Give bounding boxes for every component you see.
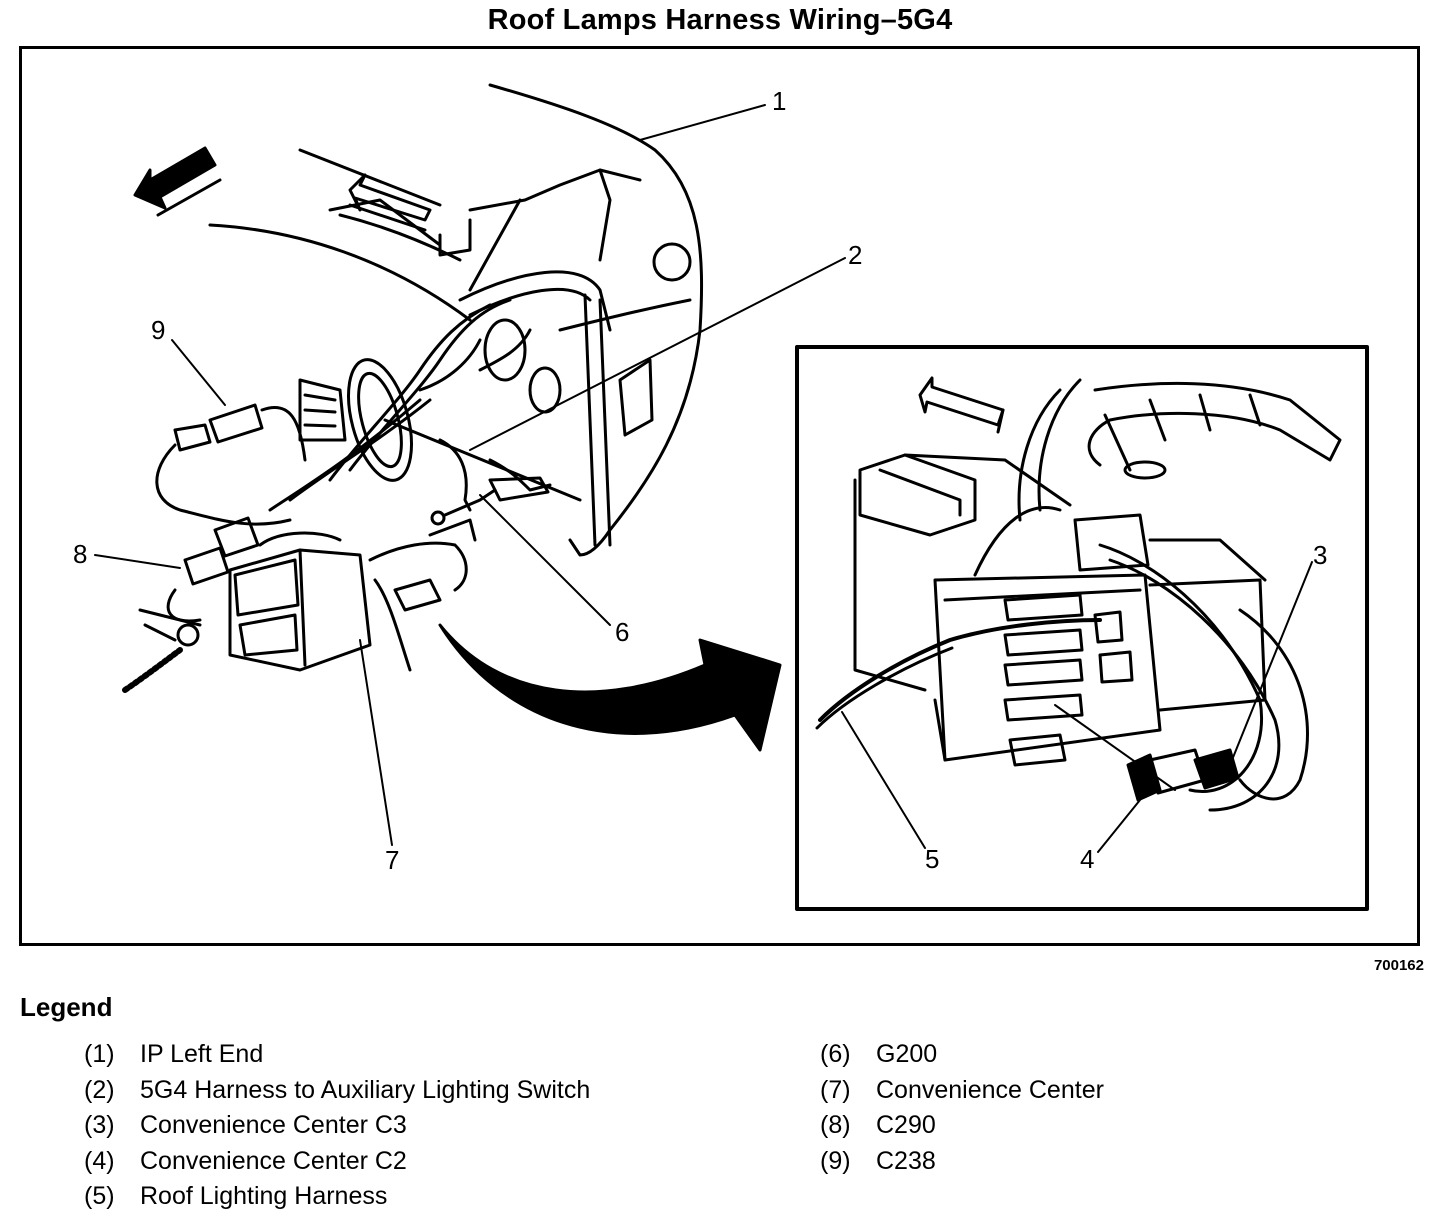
legend-text: 5G4 Harness to Auxiliary Lighting Switch — [140, 1075, 591, 1104]
legend-text: Roof Lighting Harness — [140, 1182, 388, 1210]
legend-item: (1) IP Left End — [84, 1040, 590, 1076]
legend-text: IP Left End — [140, 1040, 264, 1068]
c238-connector — [155, 403, 307, 526]
ip-left-end-panel — [208, 83, 704, 557]
outline-arrow-upper — [348, 173, 432, 222]
inset-convenience-center — [815, 376, 1342, 812]
legend-number: (6) — [820, 1040, 851, 1068]
diagram-frame — [19, 46, 1420, 946]
legend-column-right: (6) G200 (7) Convenience Center (8) C290 (9… — [820, 1040, 1104, 1182]
legend-text: C238 — [876, 1146, 936, 1175]
legend-text: G200 — [876, 1040, 938, 1068]
callout-8: 8 — [73, 539, 87, 569]
diagram-title: Roof Lamps Harness Wiring–5G4 — [487, 4, 953, 36]
legend-text: C290 — [876, 1111, 936, 1139]
convenience-center-body — [228, 518, 477, 672]
legend-item: (2) 5G4 Harness to Auxiliary Lighting Swi… — [84, 1076, 590, 1112]
callout-4: 4 — [1080, 844, 1094, 874]
legend-item: (4) Convenience Center C2 — [84, 1147, 590, 1183]
legend-item: (5) Roof Lighting Harness — [84, 1182, 590, 1218]
legend-item: (3) Convenience Center C3 — [84, 1111, 590, 1147]
forward-arrow-left — [133, 146, 222, 217]
main-harness-bundle — [268, 270, 612, 512]
callout-7: 7 — [385, 845, 399, 875]
legend-number: (1) — [84, 1040, 115, 1068]
callout-9: 9 — [151, 315, 165, 345]
callout-3: 3 — [1313, 540, 1327, 570]
transition-arrow — [438, 623, 782, 752]
legend-text: Convenience Center — [876, 1075, 1104, 1104]
legend-number: (3) — [84, 1111, 115, 1139]
legend-number: (4) — [84, 1146, 115, 1175]
legend-number: (5) — [84, 1182, 115, 1210]
legend-column-left: (1) IP Left End (2) 5G4 Harness to Auxilia… — [84, 1040, 590, 1218]
legend-number: (2) — [84, 1075, 115, 1104]
wiring-illustration: 1 2 3 4 5 6 7 8 9 — [73, 83, 1369, 911]
c290-connector — [122, 516, 260, 693]
legend-item: (9) C238 — [820, 1147, 1104, 1183]
figure-id: 700162 — [1373, 957, 1424, 974]
legend-heading: Legend — [20, 992, 113, 1022]
leader-lines — [94, 104, 1313, 853]
legend-number: (7) — [820, 1075, 851, 1104]
callout-1: 1 — [772, 86, 786, 116]
callout-6: 6 — [615, 617, 629, 647]
legend-text: Convenience Center C3 — [140, 1111, 407, 1139]
detail-inset-frame — [795, 345, 1369, 911]
legend-number: (9) — [820, 1146, 851, 1175]
legend-item: (8) C290 — [820, 1111, 1104, 1147]
callout-2: 2 — [848, 240, 862, 270]
legend-text: Convenience Center C2 — [140, 1146, 407, 1175]
legend-number: (8) — [820, 1111, 851, 1139]
legend-item: (6) G200 — [820, 1040, 1104, 1076]
legend-item: (7) Convenience Center — [820, 1076, 1104, 1112]
g200-ground — [430, 476, 550, 526]
callout-5: 5 — [925, 844, 939, 874]
